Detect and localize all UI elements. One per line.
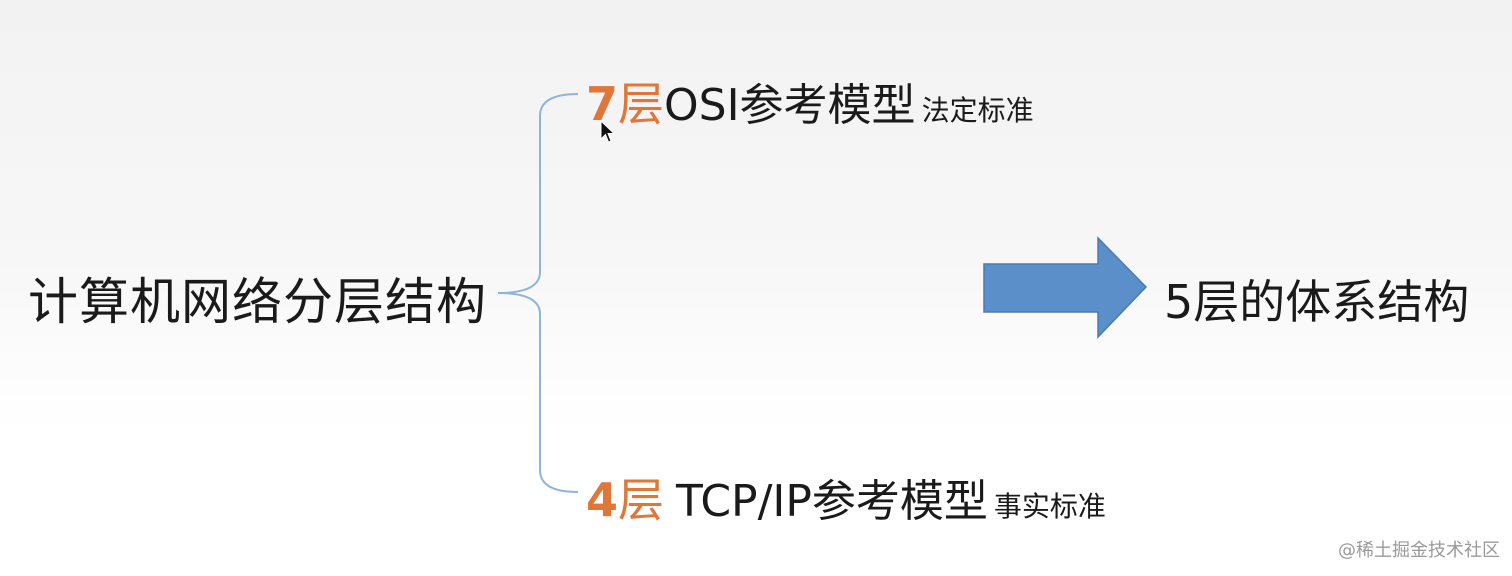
layer-unit-label: 层 [618, 77, 665, 131]
tcpip-model-name: TCP/IP参考模型 [676, 476, 988, 527]
watermark-text: @稀土掘金技术社区 [1338, 540, 1500, 561]
brace-path [497, 93, 579, 493]
root-node-label: 计算机网络分层结构 [28, 273, 487, 331]
layer-count-4: 4 [586, 473, 619, 527]
tcpip-standard-tag: 事实标准 [993, 490, 1106, 523]
result-node-label: 5层的体系结构 [1164, 275, 1470, 329]
osi-model-name: OSI参考模型 [664, 80, 916, 131]
layer-unit-label: 层 [618, 473, 665, 527]
osi-standard-tag: 法定标准 [921, 94, 1034, 127]
branch-osi-model: 7层OSI参考模型法定标准 [586, 68, 1034, 134]
mouse-cursor-icon [600, 120, 616, 143]
